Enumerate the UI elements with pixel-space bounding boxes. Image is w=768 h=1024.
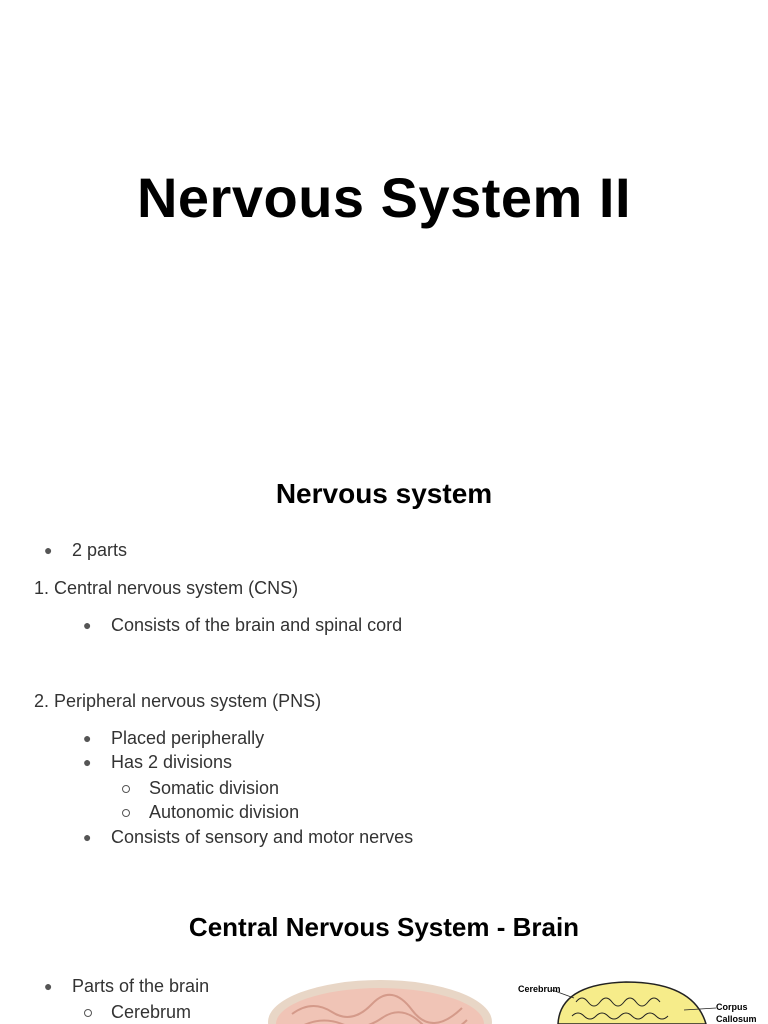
- bullet-icon: ●: [44, 978, 53, 994]
- bullet-icon: ●: [83, 754, 92, 770]
- list-item: Cerebrum: [111, 1002, 192, 1022]
- list-item: Consists of the brain and spinal cord: [111, 615, 403, 635]
- bullet-icon: ●: [83, 829, 92, 845]
- list-item: 2 parts: [72, 540, 128, 560]
- list-item: Autonomic division: [149, 802, 300, 822]
- list-item: Consists of sensory and motor nerves: [111, 827, 414, 847]
- leader-line: [551, 989, 575, 999]
- hollow-bullet-icon: [122, 785, 130, 793]
- bullet-icon: ●: [44, 542, 53, 558]
- slide-heading: Central Nervous System - Brain: [188, 912, 580, 942]
- list-item: Has 2 divisions: [111, 752, 233, 772]
- hollow-bullet-icon: [84, 1009, 92, 1017]
- slide-heading: Nervous system: [275, 478, 493, 509]
- list-item: 1. Central nervous system (CNS): [34, 578, 299, 598]
- leader-line: [683, 1007, 717, 1011]
- diagram-label-corpus: Corpus: [716, 1002, 748, 1012]
- diagram-label-callosum: Callosum: [716, 1014, 757, 1024]
- list-item: 2. Peripheral nervous system (PNS): [34, 691, 322, 711]
- bullet-icon: ●: [83, 730, 92, 746]
- presentation-title: Nervous System II: [136, 166, 632, 229]
- list-item: Placed peripherally: [111, 728, 265, 748]
- bullet-icon: ●: [83, 617, 92, 633]
- brain-diagram-image: [551, 981, 717, 1024]
- hollow-bullet-icon: [122, 809, 130, 817]
- list-item: Parts of the brain: [72, 976, 210, 996]
- slide-cns-brain: Central Nervous System - Brain ● Parts o…: [0, 892, 768, 1024]
- brain-photo-image: [268, 980, 492, 1024]
- list-item: Somatic division: [149, 778, 280, 798]
- diagram-label-cerebrum: Cerebrum: [518, 984, 561, 994]
- slide-nervous-system: Nervous system ● 2 parts 1. Central nerv…: [0, 432, 768, 892]
- title-slide: Nervous System II: [0, 0, 768, 432]
